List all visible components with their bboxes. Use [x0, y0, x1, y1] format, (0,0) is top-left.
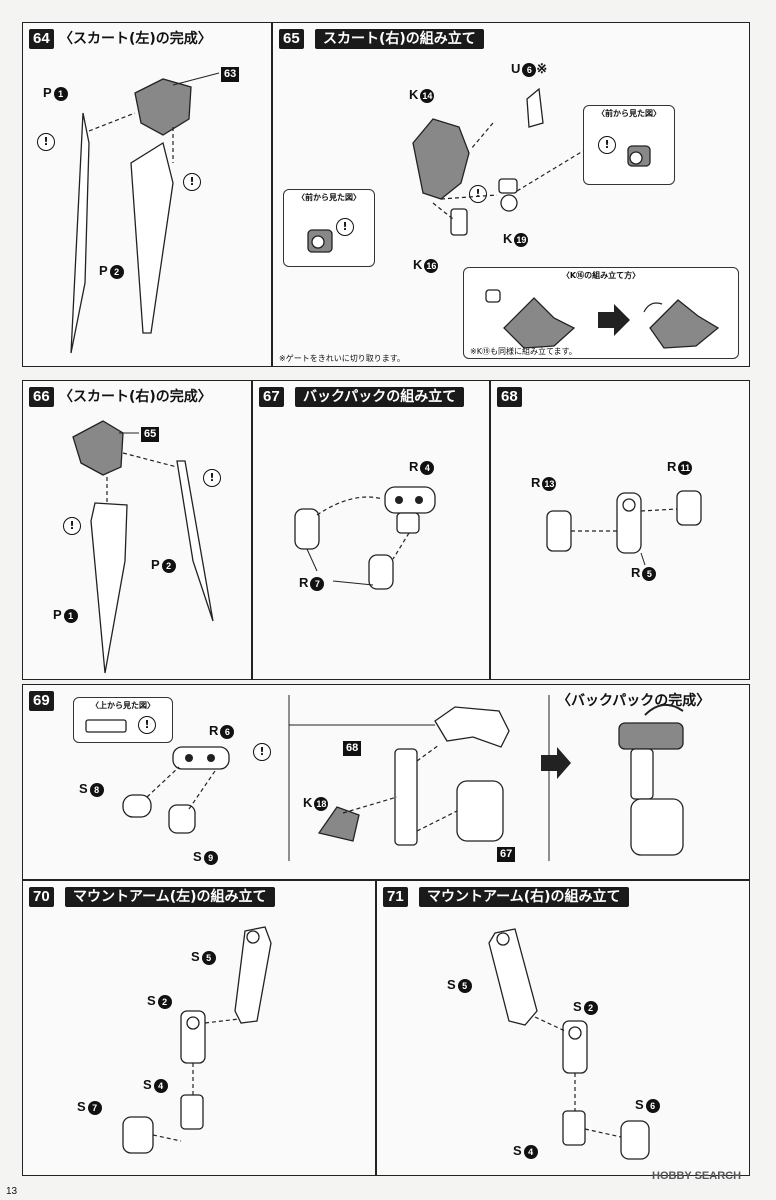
- front-view-inset: 〈前から見た図〉 !: [583, 105, 675, 185]
- watermark: HOBBY SEARCH: [652, 1170, 742, 1182]
- k19-note: ※K⑲も同様に組み立てます。: [470, 347, 577, 356]
- backpack-assembly-illustration: [122, 695, 684, 861]
- warning-icon: !: [37, 133, 55, 151]
- step-number: 64: [29, 29, 54, 49]
- step-number: 68: [497, 387, 522, 407]
- warning-icon: !: [203, 469, 221, 487]
- skirt-right-complete-illustration: [72, 420, 214, 674]
- reference-tag: 63: [221, 67, 240, 82]
- warning-icon: !: [598, 136, 616, 154]
- step-number: 71: [383, 887, 408, 907]
- warning-icon: !: [336, 218, 354, 236]
- page-number: 13: [6, 1186, 18, 1197]
- step-number: 65: [279, 29, 304, 49]
- top-view-inset: 〈上から見た図〉 !: [73, 697, 173, 743]
- step-number: 70: [29, 887, 54, 907]
- backpack-sub-illustration: [546, 490, 702, 566]
- front-view-inset: 〈前から見た図〉 !: [283, 189, 375, 267]
- step-title: 〈スカート(左)の完成〉: [59, 31, 212, 47]
- step-title: 〈スカート(右)の完成〉: [59, 389, 212, 405]
- skirt-right-illustration: [412, 87, 584, 236]
- gate-note: ※ゲートをきれいに切り取ります。: [279, 354, 405, 363]
- warning-icon: !: [183, 173, 201, 191]
- k16-assembly-inset: 〈K⑯の組み立て方〉 ※K⑲も同様に組み立てます。: [463, 267, 739, 359]
- skirt-left-illustration: [70, 72, 220, 354]
- warning-icon: !: [138, 716, 156, 734]
- backpack-illustration: [294, 486, 436, 590]
- mount-arm-left-illustration: [122, 926, 272, 1154]
- warning-icon: !: [63, 517, 81, 535]
- mount-arm-right-illustration: [488, 928, 650, 1160]
- reference-tag: 67: [497, 847, 516, 862]
- warning-icon: !: [253, 743, 271, 761]
- reference-tag: 68: [343, 741, 362, 756]
- step-title: バックパックの組み立て: [295, 387, 465, 407]
- step-title: マウントアーム(右)の組み立て: [419, 887, 629, 907]
- reference-tag: 65: [141, 427, 160, 442]
- step-number: 69: [29, 691, 54, 711]
- step-title: スカート(右)の組み立て: [315, 29, 484, 49]
- step-title: マウントアーム(左)の組み立て: [65, 887, 275, 907]
- warning-icon: !: [469, 185, 487, 203]
- step-number: 66: [29, 387, 54, 407]
- step-number: 67: [259, 387, 284, 407]
